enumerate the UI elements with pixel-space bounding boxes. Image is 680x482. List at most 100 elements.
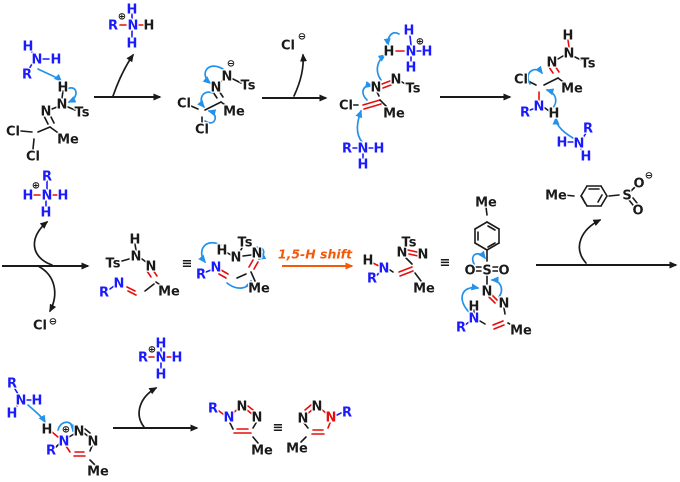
bond bbox=[134, 243, 137, 251]
bond bbox=[399, 270, 414, 277]
atom-label-N: N bbox=[298, 412, 309, 427]
atom-label-H: H bbox=[127, 3, 138, 18]
bond bbox=[479, 320, 486, 325]
atom-label-S: S bbox=[482, 264, 491, 279]
atom-label-N: N bbox=[211, 261, 222, 276]
atom-label-H: H bbox=[469, 300, 480, 315]
atom-label-R: R bbox=[456, 321, 466, 336]
bond bbox=[30, 50, 35, 55]
atom-label-Me: Me bbox=[510, 324, 532, 339]
atom-label-H: H bbox=[23, 40, 34, 55]
electron-pushing-arrow bbox=[37, 68, 63, 83]
atom-label-Cl: Cl bbox=[33, 319, 47, 334]
atom-label-R: R bbox=[108, 19, 118, 34]
atom-label-N: N bbox=[41, 105, 52, 120]
atom-label-Ts: Ts bbox=[402, 236, 417, 251]
bond bbox=[49, 114, 55, 124]
atom-label-H: H bbox=[58, 81, 69, 96]
atom-label-N: N bbox=[534, 100, 545, 115]
bond bbox=[220, 269, 229, 275]
atom-label-Me: Me bbox=[475, 196, 497, 211]
atom-label-Cl: Cl bbox=[339, 99, 353, 114]
bond bbox=[218, 410, 224, 415]
bond bbox=[238, 247, 243, 254]
bond bbox=[220, 101, 229, 108]
bond bbox=[89, 445, 93, 452]
bond bbox=[414, 272, 422, 282]
atom-label-Me: Me bbox=[57, 133, 79, 148]
bond bbox=[543, 77, 559, 86]
atom-label-H: H bbox=[32, 394, 43, 409]
bond bbox=[381, 80, 391, 85]
atom-label-N: N bbox=[222, 70, 233, 85]
atom-label-N: N bbox=[146, 260, 157, 275]
atom-label-R: R bbox=[99, 286, 109, 301]
atom-label-Cl: Cl bbox=[177, 97, 191, 112]
bond bbox=[600, 195, 608, 207]
atom-label-N: N bbox=[406, 45, 417, 60]
atom-label-Ts: Ts bbox=[75, 106, 90, 121]
atom-label-H: H bbox=[374, 142, 385, 157]
bond bbox=[597, 194, 603, 203]
bond bbox=[486, 242, 500, 251]
bond bbox=[464, 321, 470, 326]
atom-label-N: N bbox=[128, 19, 139, 34]
atom-label-O: O bbox=[633, 177, 644, 192]
electron-pushing-arrow bbox=[490, 276, 503, 298]
electron-pushing-arrow bbox=[545, 88, 557, 111]
bond bbox=[557, 77, 567, 85]
bond bbox=[474, 221, 488, 230]
bond bbox=[155, 281, 164, 288]
atom-label-R: R bbox=[42, 170, 52, 185]
bond bbox=[544, 107, 550, 112]
atom-label-H: H bbox=[172, 351, 183, 366]
product-release-arrow bbox=[293, 53, 308, 97]
charge-symbol: ⊕ bbox=[62, 425, 70, 436]
bond bbox=[485, 206, 488, 216]
bond bbox=[372, 262, 380, 267]
bond bbox=[529, 108, 534, 111]
electron-pushing-arrow bbox=[461, 283, 480, 313]
electron-pushing-arrow bbox=[198, 242, 222, 264]
bond bbox=[250, 271, 256, 282]
atom-label-Cl: Cl bbox=[6, 125, 20, 140]
atom-label-H: H bbox=[127, 37, 138, 52]
electron-pushing-arrow bbox=[252, 246, 267, 260]
bond bbox=[608, 194, 620, 197]
atom-label-Me: Me bbox=[545, 189, 567, 204]
bond bbox=[68, 433, 75, 438]
bond bbox=[382, 84, 392, 89]
atom-label-H: H bbox=[7, 407, 18, 422]
electron-pushing-arrow bbox=[226, 279, 252, 289]
bond bbox=[409, 35, 412, 46]
atom-label-Me: Me bbox=[158, 285, 180, 300]
bond bbox=[51, 106, 58, 110]
atom-label-Me: Me bbox=[286, 442, 308, 457]
electron-pushing-arrow bbox=[27, 404, 46, 424]
bond bbox=[144, 283, 155, 292]
bond bbox=[14, 388, 19, 395]
bond bbox=[379, 99, 389, 109]
product-release-arrow bbox=[578, 219, 602, 264]
atom-label-N: N bbox=[32, 53, 43, 68]
atom-label-N: N bbox=[224, 411, 235, 426]
atom-label-N: N bbox=[42, 189, 53, 204]
atom-label-N: N bbox=[114, 277, 125, 292]
charge-symbol: ⊕ bbox=[148, 345, 156, 356]
bond bbox=[580, 185, 588, 197]
bond bbox=[563, 194, 575, 197]
bond bbox=[336, 412, 342, 416]
atom-label-N: N bbox=[16, 394, 27, 409]
bond bbox=[376, 91, 380, 97]
electron-pushing-arrow bbox=[376, 54, 387, 81]
bond bbox=[582, 132, 587, 139]
bond bbox=[320, 408, 327, 414]
bond bbox=[252, 422, 257, 429]
atom-label-N: N bbox=[312, 400, 323, 415]
bond bbox=[581, 196, 586, 204]
atom-label-N: N bbox=[252, 247, 263, 262]
bond bbox=[109, 285, 115, 290]
product-release-arrow bbox=[33, 221, 53, 266]
atom-label-Me: Me bbox=[87, 465, 109, 480]
